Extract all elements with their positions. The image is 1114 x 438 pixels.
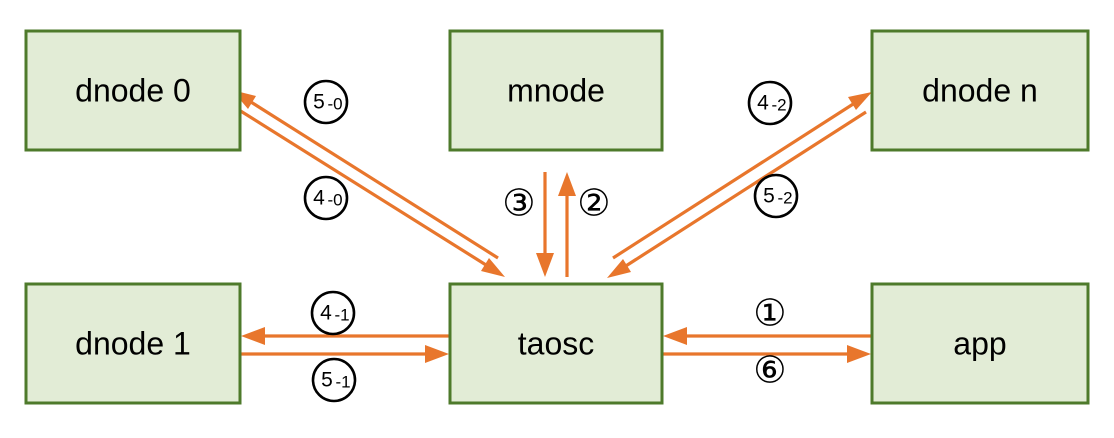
node-label-app: app [953, 325, 1006, 361]
step-badge-4-0: 4 -0 [303, 175, 349, 221]
step-badge-4-0-sub: -0 [327, 190, 342, 209]
step-badge-2-glyph: ② [577, 182, 610, 225]
step-badge-4-1-sub: -1 [334, 305, 349, 324]
step-badge-5-0-main: 5 [313, 91, 325, 114]
step-badge-4-1: 4 -1 [310, 290, 356, 336]
step-badge-3-glyph: ③ [502, 182, 535, 225]
step-badge-5-0-sub: -0 [327, 94, 342, 113]
step-badge-1-glyph: ① [753, 292, 786, 335]
step-badge-5-2-sub: -2 [777, 188, 792, 207]
edge-5-2 [607, 110, 867, 278]
step-badge-6: ⑥ [753, 349, 786, 392]
edge-5-1 [241, 345, 449, 363]
edge-6 [663, 345, 871, 363]
step-badge-5-0: 5 -0 [303, 79, 349, 125]
edge-4-2 [612, 92, 872, 260]
edge-3 [536, 172, 554, 277]
node-label-dnode-n: dnode n [922, 72, 1038, 108]
node-label-dnode-0: dnode 0 [75, 72, 191, 108]
step-badge-4-2-sub: -2 [771, 95, 786, 114]
step-badge-4-2: 4 -2 [747, 80, 793, 126]
edge-2 [558, 172, 576, 277]
step-badge-1: ① [753, 292, 786, 335]
step-badge-5-2: 5 -2 [753, 173, 799, 219]
step-badge-5-2-main: 5 [763, 185, 775, 208]
node-dnode-1[interactable]: dnode 1 [24, 282, 242, 405]
step-badge-4-2-main: 4 [757, 92, 769, 115]
step-badge-2: ② [577, 182, 610, 225]
node-label-taosc: taosc [518, 325, 594, 361]
step-badge-4-0-main: 4 [313, 187, 325, 210]
step-badge-4-1-main: 4 [320, 302, 332, 325]
node-mnode[interactable]: mnode [448, 29, 664, 152]
node-dnode-0[interactable]: dnode 0 [24, 29, 242, 152]
step-badge-5-1-sub: -1 [335, 372, 350, 391]
step-badge-6-glyph: ⑥ [753, 349, 786, 392]
node-dnode-n[interactable]: dnode n [870, 29, 1090, 152]
edge-1 [663, 327, 871, 345]
edge-4-1 [241, 327, 449, 345]
node-label-mnode: mnode [507, 72, 605, 108]
node-label-dnode-1: dnode 1 [75, 325, 191, 361]
step-badge-5-1-main: 5 [321, 369, 333, 392]
step-badge-5-1: 5 -1 [311, 357, 357, 403]
node-app[interactable]: app [870, 282, 1090, 405]
edge-4-0 [238, 108, 505, 277]
step-badge-3: ③ [502, 182, 535, 225]
node-taosc[interactable]: taosc [448, 282, 664, 405]
